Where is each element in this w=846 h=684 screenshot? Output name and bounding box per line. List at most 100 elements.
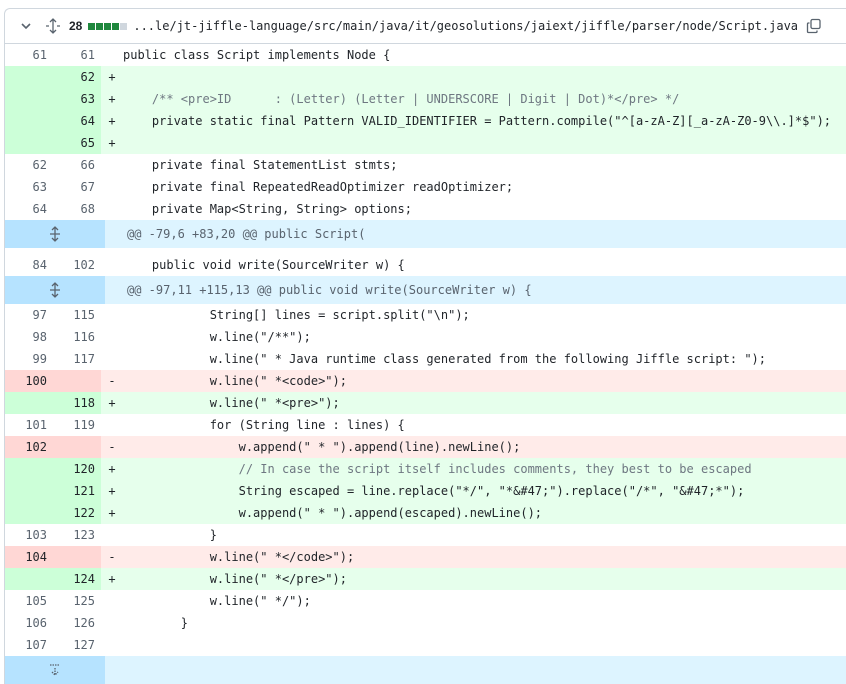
new-line-number[interactable]: 65 xyxy=(51,132,101,154)
new-line-number[interactable]: 117 xyxy=(51,348,101,370)
diff-line-added: 124 + w.line(" *</pre>"); xyxy=(5,568,846,590)
code-text: private final StatementList stmts; xyxy=(123,158,398,172)
diff-line: 97 115 String[] lines = script.split("\n… xyxy=(5,304,846,326)
old-line-number[interactable]: 84 xyxy=(5,254,51,276)
new-line-number[interactable]: 121 xyxy=(51,480,101,502)
diff-marker xyxy=(101,176,123,198)
old-line-number[interactable] xyxy=(5,568,51,590)
old-line-number[interactable] xyxy=(5,480,51,502)
diff-line: 63 67 private final RepeatedReadOptimize… xyxy=(5,176,846,198)
diff-marker xyxy=(101,198,123,220)
code-text: String escaped = line.replace("*/", "*&#… xyxy=(123,484,745,498)
new-line-number[interactable] xyxy=(51,546,101,568)
diff-line: 62 66 private final StatementList stmts; xyxy=(5,154,846,176)
old-line-number[interactable]: 103 xyxy=(5,524,51,546)
code-text: w.line(" */"); xyxy=(123,594,311,608)
old-line-number[interactable]: 104 xyxy=(5,546,51,568)
old-line-number[interactable]: 102 xyxy=(5,436,51,458)
code-text: } xyxy=(123,616,189,630)
chevron-down-icon[interactable] xyxy=(19,19,33,33)
new-line-number[interactable]: 118 xyxy=(51,392,101,414)
diff-marker: - xyxy=(108,440,116,454)
copy-icon[interactable] xyxy=(806,18,822,34)
new-line-number[interactable]: 119 xyxy=(51,414,101,436)
new-line-number[interactable]: 122 xyxy=(51,502,101,524)
code-text: for (String line : lines) { xyxy=(123,418,405,432)
unfold-icon xyxy=(50,226,60,242)
expand-button[interactable] xyxy=(5,220,105,248)
old-line-number[interactable]: 106 xyxy=(5,612,51,634)
old-line-number[interactable]: 100 xyxy=(5,370,51,392)
old-line-number[interactable] xyxy=(5,66,51,88)
new-line-number[interactable]: 127 xyxy=(51,634,101,656)
diff-line-added: 122 + w.append(" * ").append(escaped).ne… xyxy=(5,502,846,524)
old-line-number[interactable]: 101 xyxy=(5,414,51,436)
diff-line-added: 63 + /** <pre>ID : (Letter) (Letter | UN… xyxy=(5,88,846,110)
expand-all-icon[interactable] xyxy=(45,18,61,34)
old-line-number[interactable]: 63 xyxy=(5,176,51,198)
diffstat-bar xyxy=(104,22,112,30)
new-line-number[interactable]: 116 xyxy=(51,326,101,348)
old-line-number[interactable] xyxy=(5,392,51,414)
new-line-number[interactable]: 125 xyxy=(51,590,101,612)
unfold-icon xyxy=(50,282,60,298)
changes-count: 28 xyxy=(69,19,83,33)
code-text: private Map<String, String> options; xyxy=(123,202,412,216)
old-line-number[interactable]: 64 xyxy=(5,198,51,220)
old-line-number[interactable]: 107 xyxy=(5,634,51,656)
old-line-number[interactable]: 62 xyxy=(5,154,51,176)
file-path[interactable]: ...le/jt-jiffle-language/src/main/java/i… xyxy=(133,19,799,33)
diff-line: 61 61 public class Script implements Nod… xyxy=(5,44,846,66)
old-line-number[interactable]: 105 xyxy=(5,590,51,612)
diff-line-added: 64 + private static final Pattern VALID_… xyxy=(5,110,846,132)
hunk-header: @@ -97,11 +115,13 @@ public void write(S… xyxy=(5,276,846,304)
old-line-number[interactable] xyxy=(5,88,51,110)
new-line-number[interactable] xyxy=(51,436,101,458)
diff-marker xyxy=(101,414,123,436)
old-line-number[interactable] xyxy=(5,110,51,132)
diff-marker xyxy=(101,154,123,176)
expand-down-button[interactable] xyxy=(5,656,105,684)
expand-button[interactable] xyxy=(5,276,105,304)
new-line-number[interactable]: 67 xyxy=(51,176,101,198)
new-line-number[interactable]: 63 xyxy=(51,88,101,110)
diff-marker xyxy=(101,524,123,546)
old-line-number[interactable]: 98 xyxy=(5,326,51,348)
new-line-number[interactable]: 123 xyxy=(51,524,101,546)
code-text: public void write(SourceWriter w) { xyxy=(123,258,405,272)
new-line-number[interactable]: 120 xyxy=(51,458,101,480)
diff-line-deleted: 104 - w.line(" *</code>"); xyxy=(5,546,846,568)
new-line-number[interactable]: 64 xyxy=(51,110,101,132)
diff-marker: + xyxy=(108,572,116,586)
code-text: w.line("/**"); xyxy=(123,330,311,344)
old-line-number[interactable] xyxy=(5,132,51,154)
diff-line: 103 123 } xyxy=(5,524,846,546)
new-line-number[interactable]: 115 xyxy=(51,304,101,326)
old-line-number[interactable]: 61 xyxy=(5,44,51,66)
new-line-number[interactable]: 124 xyxy=(51,568,101,590)
diff-marker: - xyxy=(108,550,116,564)
old-line-number[interactable]: 99 xyxy=(5,348,51,370)
new-line-number[interactable]: 68 xyxy=(51,198,101,220)
code-text: w.line(" *<code>"); xyxy=(123,374,347,388)
new-line-number[interactable]: 126 xyxy=(51,612,101,634)
new-line-number[interactable] xyxy=(51,370,101,392)
new-line-number[interactable]: 66 xyxy=(51,154,101,176)
new-line-number[interactable]: 62 xyxy=(51,66,101,88)
code-text: w.append(" * ").append(escaped).newLine(… xyxy=(123,506,543,520)
diff-marker xyxy=(101,326,123,348)
diff-line: 101 119 for (String line : lines) { xyxy=(5,414,846,436)
diff-marker: + xyxy=(108,396,116,410)
new-line-number[interactable]: 102 xyxy=(51,254,101,276)
diff-marker: + xyxy=(108,92,116,106)
diff-line-deleted: 102 - w.append(" * ").append(line).newLi… xyxy=(5,436,846,458)
hunk-spacer xyxy=(5,248,846,254)
old-line-number[interactable] xyxy=(5,458,51,480)
old-line-number[interactable]: 97 xyxy=(5,304,51,326)
fold-down-icon xyxy=(50,664,60,676)
diff-marker xyxy=(101,634,123,656)
new-line-number[interactable]: 61 xyxy=(51,44,101,66)
old-line-number[interactable] xyxy=(5,502,51,524)
diff-marker: + xyxy=(108,70,116,84)
diff-line-added: 118 + w.line(" *<pre>"); xyxy=(5,392,846,414)
